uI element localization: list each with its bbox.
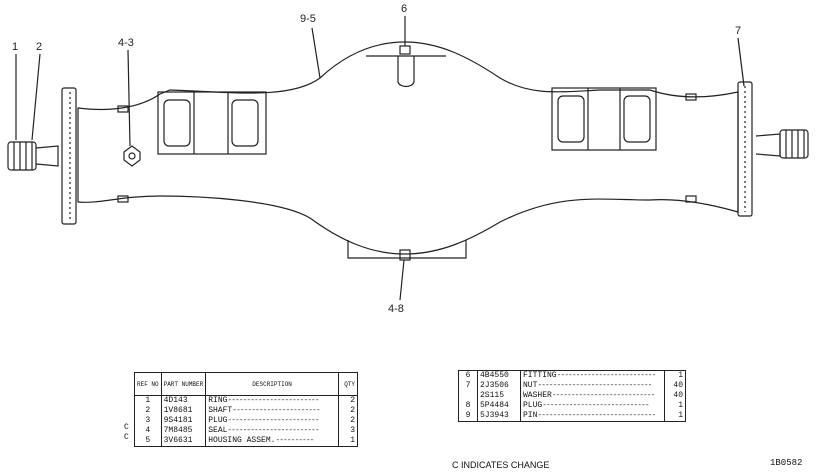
row-qty: 1 [678, 371, 683, 380]
row-part: 2J3506 [477, 381, 521, 391]
row-qty: 2 [350, 396, 355, 405]
row-desc-text: HOUSING ASSEM. [208, 436, 276, 445]
callout-9-5: 9-5 [300, 13, 316, 25]
parts-table-right: 6 4B4550 FITTING------------------------… [458, 370, 686, 422]
row-ref: 3 [134, 416, 162, 426]
drawing-id: 1B0582 [770, 458, 803, 468]
row-ref: 6 [458, 370, 478, 381]
row-qty: 3 [350, 426, 355, 435]
table-row: 5 3V6631 HOUSING ASSEM.---------- 1 [134, 436, 358, 447]
right-spring-pad [551, 87, 657, 151]
row-desc: PIN------------------------------- [520, 411, 665, 422]
row-ref: 5 [134, 436, 162, 447]
row-desc: SEAL------------------------ [205, 426, 339, 436]
table-row: 3 9S4181 PLUG------------------------ 2 [134, 416, 358, 426]
callout-2: 2 [36, 41, 43, 53]
row-desc-text: SEAL [208, 426, 228, 435]
row-part: 1V8681 [161, 406, 207, 416]
row-qty: 40 [673, 381, 683, 390]
left-shaft [7, 141, 37, 171]
row-qty: 1 [678, 401, 683, 410]
row-desc: RING------------------------ [205, 395, 339, 406]
row-desc-text: WASHER [523, 391, 552, 400]
row-qty: 1 [678, 411, 683, 420]
table-header-row: REF NO PART NUMBER DESCRIPTION QTY [134, 372, 358, 396]
callout-1: 1 [12, 41, 19, 53]
left-spring-pad [157, 91, 267, 155]
housing-outline [77, 41, 739, 255]
row-desc: NUT------------------------------ [520, 381, 665, 391]
header-ref: REF NO [134, 372, 162, 396]
row-desc-text: NUT [523, 381, 538, 390]
table-row: 1 4D143 RING------------------------ 2 [134, 395, 358, 406]
row-desc: WASHER--------------------------- [520, 391, 665, 401]
row-desc: PLUG------------------------ [205, 416, 339, 426]
row-ref: 7 [458, 381, 478, 391]
row-desc-text: FITTING [523, 371, 557, 380]
callout-4-3: 4-3 [118, 37, 134, 49]
table-row: 7 2J3506 NUT----------------------------… [458, 381, 686, 391]
plug-hex [123, 145, 141, 167]
row-part: 4D143 [161, 395, 207, 406]
row-qty: 2 [350, 406, 355, 415]
row-desc-text: PLUG [208, 416, 228, 425]
leader-95 [311, 27, 321, 79]
change-note: C INDICATES CHANGE [452, 460, 550, 470]
header-part: PART NUMBER [161, 372, 207, 396]
row-part: 3V6631 [161, 436, 207, 447]
header-desc: DESCRIPTION [205, 372, 339, 396]
table-row: 4 7M8485 SEAL------------------------ 3 [134, 426, 358, 436]
change-mark-4: C [124, 433, 129, 442]
parts-table-left: REF NO PART NUMBER DESCRIPTION QTY 1 4D1… [134, 372, 358, 447]
row-ref: 8 [458, 401, 478, 411]
bottom-boss [347, 240, 467, 259]
row-desc-text: PLUG [523, 401, 543, 410]
leader-43 [127, 49, 131, 147]
row-part: 4B4550 [477, 370, 521, 381]
row-ref [458, 391, 478, 401]
callout-7: 7 [735, 25, 742, 37]
table-row: 9 5J3943 PIN----------------------------… [458, 411, 686, 422]
row-ref: 2 [134, 406, 162, 416]
row-desc-text: PIN [523, 411, 538, 420]
row-qty: 1 [350, 436, 355, 445]
row-qty: 2 [350, 416, 355, 425]
change-mark-3: C [124, 423, 129, 432]
leader-7 [737, 37, 745, 87]
right-flange [737, 81, 753, 217]
header-qty: QTY [338, 372, 358, 396]
table-row: 2 1V8681 SHAFT----------------------- 2 [134, 406, 358, 416]
table-row: 8 5P4484 PLUG---------------------------… [458, 401, 686, 411]
row-part: 2S115 [477, 391, 521, 401]
table-row: 6 4B4550 FITTING------------------------… [458, 370, 686, 381]
row-part: 9S4181 [161, 416, 207, 426]
callout-4-8: 4-8 [388, 303, 404, 315]
leader-2 [31, 53, 41, 141]
table-row: 2S115 WASHER--------------------------- … [458, 391, 686, 401]
row-part: 7M8485 [161, 426, 207, 436]
row-desc: PLUG---------------------------- [520, 401, 665, 411]
row-qty: 40 [673, 391, 683, 400]
callout-6: 6 [401, 3, 408, 15]
row-part: 5P4484 [477, 401, 521, 411]
row-desc: SHAFT----------------------- [205, 406, 339, 416]
row-desc-text: SHAFT [208, 406, 233, 415]
row-ref: 9 [458, 411, 478, 422]
row-ref: 1 [134, 395, 162, 406]
row-desc: HOUSING ASSEM.---------- [205, 436, 339, 447]
left-flange [61, 87, 77, 225]
row-part: 5J3943 [477, 411, 521, 422]
row-desc: FITTING-------------------------- [520, 370, 665, 381]
leader-48 [399, 259, 405, 301]
row-ref: 4 [134, 426, 162, 436]
row-desc-text: RING [208, 396, 228, 405]
